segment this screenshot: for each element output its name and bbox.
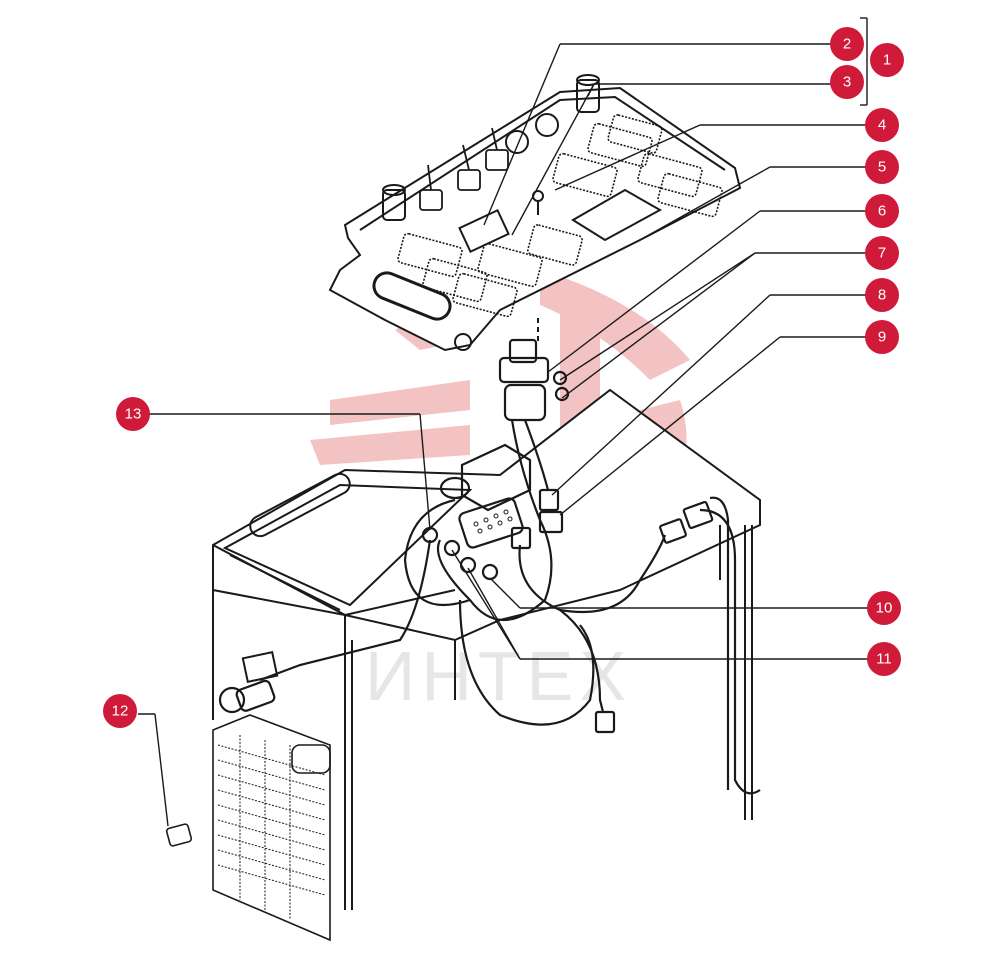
callout-2: 2 [830,27,864,61]
svg-text:13: 13 [125,406,142,423]
callout-12: 12 [103,694,137,728]
callout-6: 6 [865,194,899,228]
callout-10: 10 [867,591,901,625]
svg-text:5: 5 [878,159,886,176]
callout-13: 13 [116,397,150,431]
cabinet [212,388,761,910]
callout-3: 3 [830,65,864,99]
svg-text:2: 2 [843,36,851,53]
svg-text:7: 7 [878,245,886,262]
svg-text:3: 3 [843,74,851,91]
heater-unit [165,714,331,942]
callout-1: 1 [870,43,904,77]
wiring-harness [218,338,761,795]
callouts: 1 2 3 4 5 6 7 8 [103,27,904,728]
callout-9: 9 [865,320,899,354]
svg-text:1: 1 [883,52,891,69]
callout-7: 7 [865,236,899,270]
svg-text:9: 9 [878,329,886,346]
svg-text:4: 4 [878,117,886,134]
svg-text:11: 11 [876,651,892,668]
svg-text:6: 6 [878,203,886,220]
svg-text:8: 8 [878,287,886,304]
callout-5: 5 [865,150,899,184]
callout-4: 4 [865,108,899,142]
callout-11: 11 [867,642,901,676]
svg-text:10: 10 [876,600,893,617]
watermark-text: ИНТЕХ [365,637,632,715]
svg-text:12: 12 [112,703,129,720]
leader-lines [133,17,882,827]
callout-8: 8 [865,278,899,312]
control-panel [328,74,742,352]
